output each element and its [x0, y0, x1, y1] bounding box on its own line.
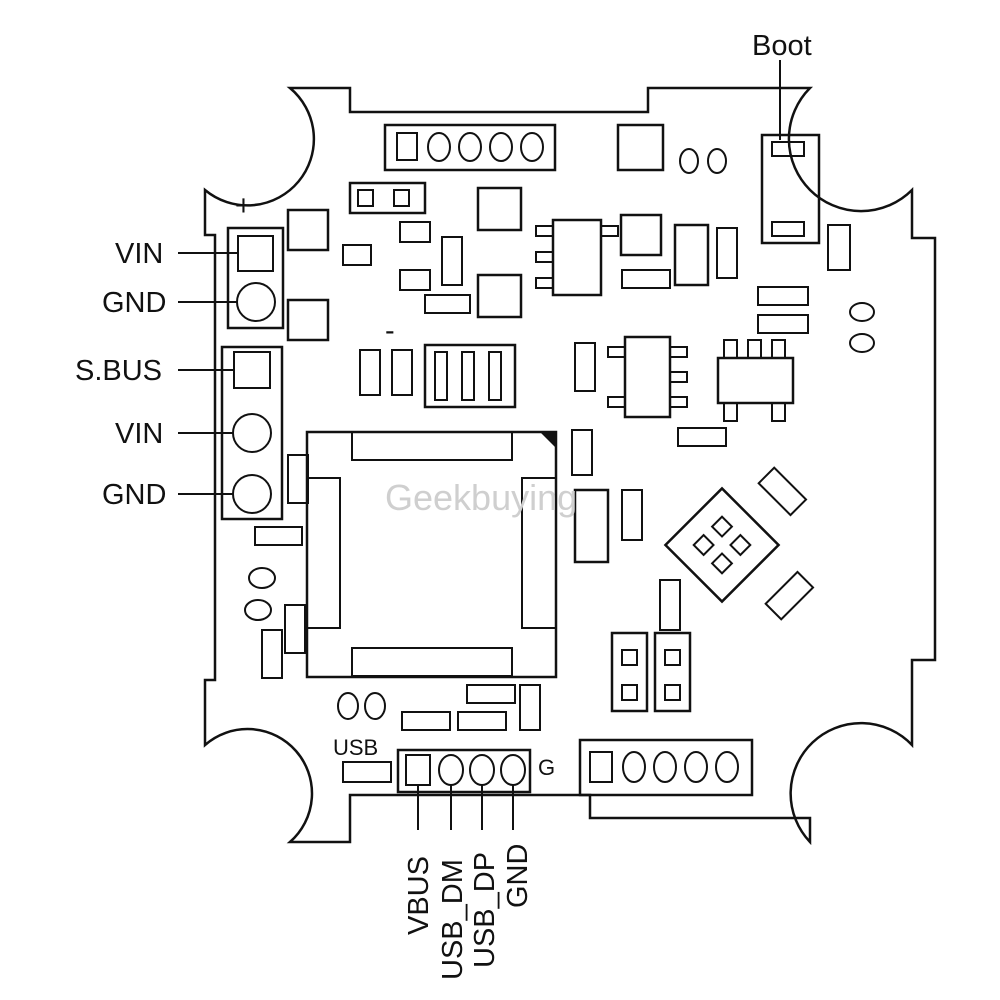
- gnd-rx-label: GND: [102, 479, 166, 511]
- board-outline: [203, 86, 937, 846]
- top-header: [383, 123, 557, 172]
- bottom-header: [578, 738, 754, 797]
- usb-dm-label: USB_DM: [437, 859, 469, 980]
- gnd-usb-label: GND: [502, 844, 534, 908]
- plus-label: +: [235, 190, 252, 222]
- mcu-chip: [305, 430, 558, 679]
- sbus-label: S.BUS: [75, 355, 162, 387]
- boot-label: Boot: [752, 30, 812, 62]
- vbus-label: VBUS: [403, 856, 435, 935]
- watermark: Geekbuying: [385, 477, 577, 518]
- gnd-power-label: GND: [102, 287, 166, 319]
- minus-label: -: [385, 315, 395, 347]
- qfn-chip: [663, 486, 781, 604]
- boot-button: [760, 60, 821, 245]
- usb-dp-label: USB_DP: [469, 852, 501, 968]
- usb-label: USB: [333, 735, 378, 760]
- vin-power-label: VIN: [115, 238, 163, 270]
- vin-rx-label: VIN: [115, 418, 163, 450]
- usb-connector: [396, 748, 532, 830]
- g-label: G: [538, 755, 555, 780]
- power-connector: [226, 226, 285, 330]
